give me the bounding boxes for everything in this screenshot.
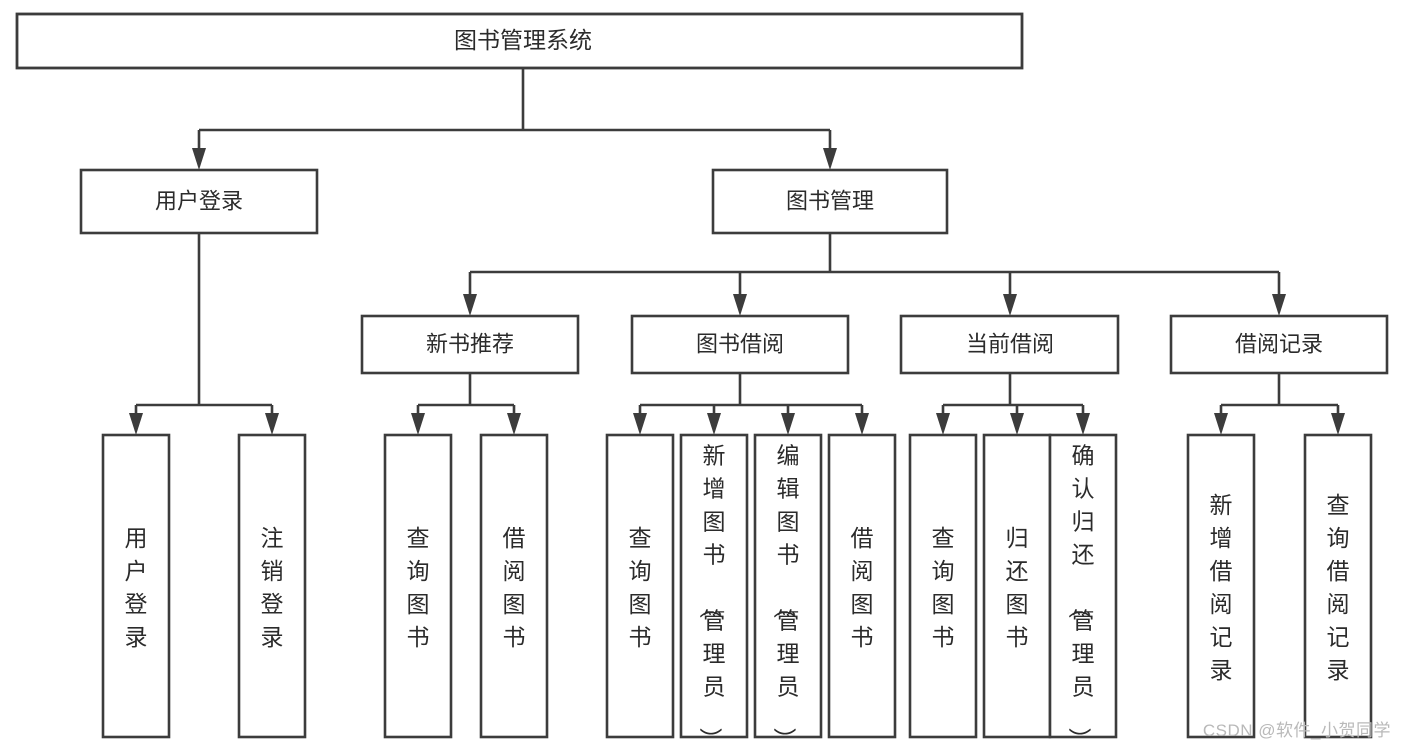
leaf-node-11[interactable]: 新增借阅记录 — [1186, 433, 1256, 739]
leaf-node-1-box[interactable] — [237, 433, 307, 739]
node-root-图书管理系统-label: 图书管理系统 — [454, 27, 592, 53]
leaf-node-12-box[interactable] — [1303, 433, 1373, 739]
leaf-node-3-label: 借阅图书 — [503, 525, 526, 650]
leaf-node-10[interactable]: 确认归还（管理员） — [1048, 433, 1118, 747]
leaf-node-2-box[interactable] — [383, 433, 453, 739]
connector-layer — [129, 68, 1345, 435]
leaf-node-3-box[interactable] — [479, 433, 549, 739]
leaf-node-10-box[interactable] — [1048, 433, 1118, 739]
leaf-node-1[interactable]: 注销登录 — [237, 433, 307, 739]
node-l3-新书推荐-label: 新书推荐 — [426, 331, 514, 356]
node-l2-用户登录-box[interactable] — [79, 168, 319, 235]
leaf-node-8-label: 查询图书 — [932, 525, 955, 650]
leaf-node-0[interactable]: 用户登录 — [101, 433, 171, 739]
leaf-node-9-box[interactable] — [982, 433, 1052, 739]
arrow-head-icon — [1331, 413, 1345, 435]
leaf-node-0-box[interactable] — [101, 433, 171, 739]
leaf-node-12-label: 查询借阅记录 — [1327, 492, 1350, 683]
leaf-node-5-box[interactable] — [679, 433, 749, 739]
leaf-node-2[interactable]: 查询图书 — [383, 433, 453, 739]
node-l2-图书管理[interactable]: 图书管理 — [711, 168, 949, 235]
arrow-head-icon — [1076, 413, 1090, 435]
leaf-node-8[interactable]: 查询图书 — [908, 433, 978, 739]
leaf-node-11-box[interactable] — [1186, 433, 1256, 739]
node-l3-当前借阅-label: 当前借阅 — [966, 331, 1054, 356]
leaf-node-4-box[interactable] — [605, 433, 675, 739]
node-l3-借阅记录-label: 借阅记录 — [1235, 331, 1323, 356]
arrow-head-icon — [855, 413, 869, 435]
leaf-node-4-label: 查询图书 — [629, 525, 652, 650]
arrow-head-icon — [265, 413, 279, 435]
leaf-node-3[interactable]: 借阅图书 — [479, 433, 549, 739]
arrow-head-icon — [823, 148, 837, 170]
node-l2-图书管理-label: 图书管理 — [786, 188, 874, 213]
leaf-node-4[interactable]: 查询图书 — [605, 433, 675, 739]
node-l2-图书管理-box[interactable] — [711, 168, 949, 235]
node-l2-用户登录-label: 用户登录 — [155, 188, 243, 213]
arrow-head-icon — [707, 413, 721, 435]
leaf-node-10-label: 确认归还（管理员） — [1067, 443, 1095, 747]
node-l3-图书借阅-label: 图书借阅 — [696, 331, 784, 356]
leaf-node-7[interactable]: 借阅图书 — [827, 433, 897, 739]
node-l3-新书推荐-box[interactable] — [360, 314, 580, 375]
arrow-head-icon — [192, 148, 206, 170]
arrow-head-icon — [507, 413, 521, 435]
leaf-node-7-box[interactable] — [827, 433, 897, 739]
leaf-node-11-label: 新增借阅记录 — [1210, 492, 1233, 683]
arrow-head-icon — [411, 413, 425, 435]
leaf-node-5-label: 新增图书（管理员） — [698, 443, 726, 747]
leaf-node-7-label: 借阅图书 — [851, 525, 874, 650]
node-l3-借阅记录-box[interactable] — [1169, 314, 1389, 375]
arrow-head-icon — [1010, 413, 1024, 435]
leaf-node-12[interactable]: 查询借阅记录 — [1303, 433, 1373, 739]
arrow-head-icon — [733, 294, 747, 316]
leaf-node-6[interactable]: 编辑图书（管理员） — [753, 433, 823, 747]
leaf-node-5[interactable]: 新增图书（管理员） — [679, 433, 749, 747]
leaf-node-6-label: 编辑图书（管理员） — [772, 443, 800, 747]
arrow-head-icon — [129, 413, 143, 435]
leaf-node-6-box[interactable] — [753, 433, 823, 739]
arrow-head-icon — [781, 413, 795, 435]
node-layer: 图书管理系统用户登录图书管理新书推荐图书借阅当前借阅借阅记录用户登录注销登录查询… — [15, 12, 1389, 747]
node-l3-图书借阅-box[interactable] — [630, 314, 850, 375]
node-l3-图书借阅[interactable]: 图书借阅 — [630, 314, 850, 375]
arrow-head-icon — [936, 413, 950, 435]
arrow-head-icon — [633, 413, 647, 435]
node-l3-当前借阅[interactable]: 当前借阅 — [899, 314, 1120, 375]
node-l2-用户登录[interactable]: 用户登录 — [79, 168, 319, 235]
arrow-head-icon — [1214, 413, 1228, 435]
node-l3-借阅记录[interactable]: 借阅记录 — [1169, 314, 1389, 375]
arrow-head-icon — [1003, 294, 1017, 316]
csdn-watermark: CSDN @软件_小贺同学 — [1202, 721, 1391, 740]
node-root-图书管理系统-box[interactable] — [15, 12, 1024, 70]
leaf-node-2-label: 查询图书 — [407, 525, 430, 650]
leaf-node-9[interactable]: 归还图书 — [982, 433, 1052, 739]
leaf-node-9-label: 归还图书 — [1006, 525, 1029, 650]
node-l3-新书推荐[interactable]: 新书推荐 — [360, 314, 580, 375]
arrow-head-icon — [463, 294, 477, 316]
leaf-node-1-label: 注销登录 — [261, 525, 284, 650]
node-l3-当前借阅-box[interactable] — [899, 314, 1120, 375]
leaf-node-0-label: 用户登录 — [125, 525, 148, 650]
node-root-图书管理系统[interactable]: 图书管理系统 — [15, 12, 1024, 70]
leaf-node-8-box[interactable] — [908, 433, 978, 739]
arrow-head-icon — [1272, 294, 1286, 316]
